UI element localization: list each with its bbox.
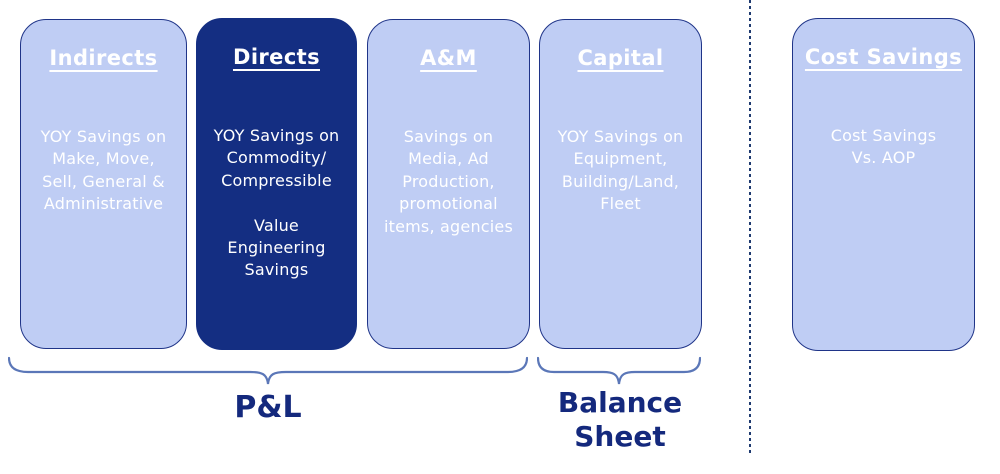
balance-sheet-brace-shape: [537, 356, 701, 385]
card-capital-body: YOY Savings on Equipment, Building/Land,…: [557, 127, 684, 214]
balance-sheet-label: Balance Sheet: [557, 386, 683, 453]
balance-sheet-brace: [537, 356, 701, 386]
card-cost-savings: Cost Savings Cost Savings Vs. AOP: [792, 18, 975, 351]
card-indirects-body: YOY Savings on Make, Move, Sell, General…: [40, 127, 167, 214]
pl-label: P&L: [234, 390, 302, 425]
pl-brace-shape: [8, 356, 528, 385]
card-directs-body: YOY Savings on Commodity/ Compressible V…: [213, 126, 340, 280]
pl-brace: [8, 356, 528, 386]
card-capital-title: Capital: [577, 46, 664, 70]
card-cost-savings-body: Cost Savings Vs. AOP: [830, 126, 937, 168]
card-am: A&M Savings on Media, Ad Production, pro…: [367, 19, 530, 349]
card-capital: Capital YOY Savings on Equipment, Buildi…: [539, 19, 702, 349]
card-indirects: Indirects YOY Savings on Make, Move, Sel…: [20, 19, 187, 349]
card-indirects-title: Indirects: [49, 46, 158, 70]
card-directs-title: Directs: [232, 45, 320, 69]
card-am-body: Savings on Media, Ad Production, promoti…: [383, 127, 514, 236]
card-cost-savings-title: Cost Savings: [804, 45, 963, 69]
card-am-title: A&M: [420, 46, 477, 70]
dotted-divider: [749, 0, 751, 455]
card-directs: Directs YOY Savings on Commodity/ Compre…: [196, 18, 357, 350]
